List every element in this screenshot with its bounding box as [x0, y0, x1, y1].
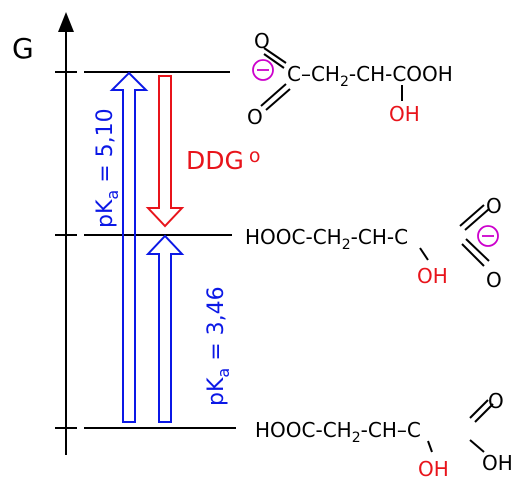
axis-arrowhead: [58, 12, 74, 32]
acid-o-top: O: [488, 389, 504, 413]
chain-formula: HOOC-CH2-CH-C: [245, 225, 408, 253]
bond-c-o-bottom-double: [465, 238, 490, 262]
ddg-arrow-shape: [145, 75, 185, 228]
bond-c-oh-acid: [469, 439, 485, 453]
pka1-label: pKa = 5,10: [93, 108, 122, 228]
bond-c-oh: [419, 247, 429, 261]
chain-formula: HOOC-CH2-CH–C: [255, 418, 421, 446]
bond-c-o-top-double: [474, 403, 494, 423]
charge-circle: [477, 225, 499, 247]
axis-label: G: [12, 32, 34, 65]
bond-c-o-top-double: [263, 53, 285, 69]
energy-axis: G: [12, 12, 77, 455]
molecule-top: O O C–CH2-CH-COOH OH: [247, 29, 453, 129]
charge-circle: [252, 59, 274, 81]
pka1-arrow: pKa = 5,10: [93, 71, 149, 423]
bond-c-o-bottom: [461, 243, 485, 267]
carboxylate-o-top: O: [254, 29, 270, 53]
bond-c-o-top-double: [464, 208, 490, 231]
carboxylate-o-bottom: O: [486, 268, 502, 292]
acid-oh: OH: [482, 451, 513, 475]
chain-formula: C–CH2-CH-COOH: [287, 62, 453, 90]
pka1-arrow-shape: [109, 71, 149, 423]
bond-c-o-top: [459, 204, 485, 227]
carboxylate-o-top: O: [486, 194, 502, 218]
bond-c-oh: [427, 440, 433, 453]
bond-c-o-bottom: [260, 83, 287, 107]
hydroxyl-group: OH: [418, 457, 449, 481]
molecule-bottom: HOOC-CH2-CH–C OH O OH: [255, 389, 513, 481]
molecule-middle: HOOC-CH2-CH-C OH O O: [245, 194, 502, 292]
pka2-label: pKa = 3,46: [204, 286, 233, 406]
pka2-arrow-shape: [145, 234, 185, 423]
pka2-arrow: pKa = 3,46: [145, 234, 233, 423]
hydroxyl-group: OH: [389, 102, 420, 126]
hydroxyl-group: OH: [417, 264, 448, 288]
bond-c-o-top: [263, 47, 287, 64]
carboxylate-o-bottom: O: [247, 105, 263, 129]
bond-c-o-top: [469, 399, 489, 419]
bond-c-o-bottom-double: [265, 88, 291, 111]
